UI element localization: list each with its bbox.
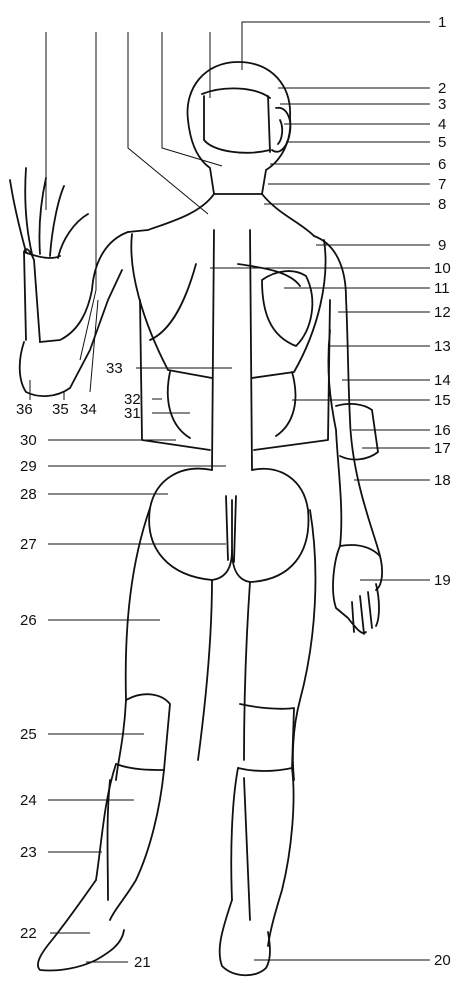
figure-outline [10,62,382,975]
label-11: 11 [434,280,450,297]
label-35: 35 [52,401,69,418]
label-28: 28 [20,486,37,503]
label-23: 23 [20,844,37,861]
label-14: 14 [434,372,451,389]
left-labels: 21 22 23 24 25 26 27 28 29 30 31 32 33 3… [16,360,151,971]
label-29: 29 [20,458,37,475]
label-20: 20 [434,952,451,969]
label-36: 36 [16,401,33,418]
label-10: 10 [434,260,451,277]
label-24: 24 [20,792,37,809]
label-15: 15 [434,392,451,409]
label-6: 6 [438,156,446,173]
label-32: 32 [124,391,141,408]
label-22: 22 [20,925,37,942]
label-34: 34 [80,401,97,418]
label-12: 12 [434,304,451,321]
label-8: 8 [438,196,446,213]
label-30: 30 [20,432,37,449]
label-1: 1 [438,14,446,31]
label-17: 17 [434,440,451,457]
label-18: 18 [434,472,451,489]
label-16: 16 [434,422,451,439]
label-2: 2 [438,80,446,97]
label-26: 26 [20,612,37,629]
label-13: 13 [434,338,451,355]
label-21: 21 [134,954,151,971]
label-25: 25 [20,726,37,743]
label-7: 7 [438,176,446,193]
label-5: 5 [438,134,446,151]
right-labels: 1 2 3 4 5 6 7 8 9 10 11 12 13 14 15 16 1… [434,14,451,969]
label-4: 4 [438,116,446,133]
label-19: 19 [434,572,451,589]
label-33: 33 [106,360,123,377]
label-9: 9 [438,237,446,254]
leader-lines [30,22,430,962]
label-3: 3 [438,96,446,113]
label-27: 27 [20,536,37,553]
